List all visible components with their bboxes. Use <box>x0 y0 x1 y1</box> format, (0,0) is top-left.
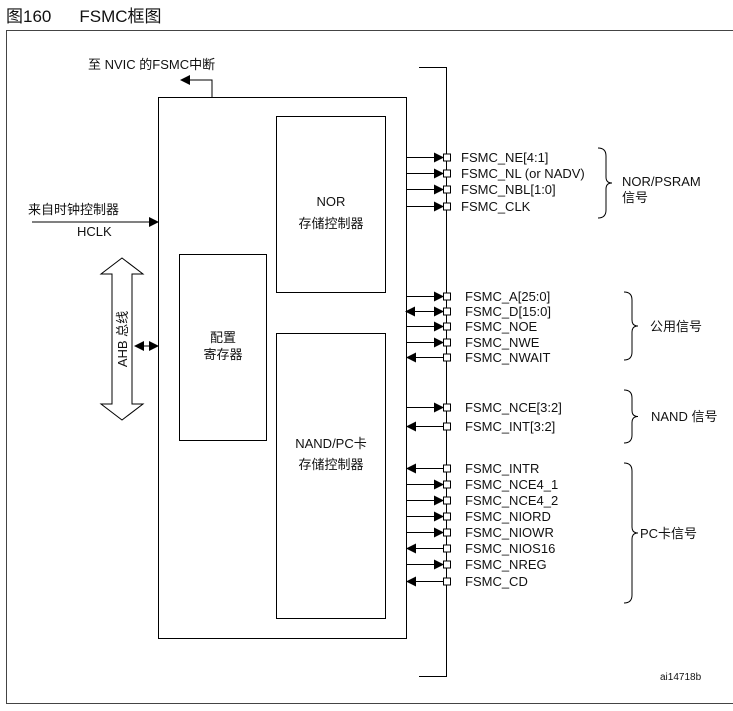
pin-label: FSMC_NREG <box>465 557 547 572</box>
figure-title: FSMC框图 <box>79 7 162 26</box>
pin-square <box>443 353 451 362</box>
pin-label: FSMC_NOE <box>465 319 538 334</box>
outer-frame <box>6 30 733 704</box>
pin-label: FSMC_NBL[1:0] <box>461 182 556 197</box>
pin-label: FSMC_CLK <box>461 199 531 214</box>
group-brace <box>623 462 639 604</box>
clock-source-label: 来自时钟控制器 <box>28 202 119 217</box>
pin-square <box>443 153 451 162</box>
pin-square <box>443 307 451 316</box>
figure-id: ai14718b <box>660 672 702 683</box>
ahb-bus-label: AHB 总线 <box>115 311 130 367</box>
pin-square <box>443 169 451 178</box>
pin-square <box>443 292 451 301</box>
figure-number: 图160 <box>6 7 52 26</box>
pin-label: FSMC_NWAIT <box>465 350 551 365</box>
nor-controller-block <box>276 116 386 293</box>
group-label: 公用信号 <box>650 319 702 334</box>
group-label: PC卡信号 <box>640 526 697 541</box>
pin-square <box>443 422 451 431</box>
pin-label: FSMC_NCE4_2 <box>465 493 558 508</box>
pin-label: FSMC_NCE4_1 <box>465 477 558 492</box>
ahb-bus-arrow <box>99 257 145 421</box>
hclk-label: HCLK <box>77 224 112 239</box>
nor-label-1: NOR <box>317 194 346 209</box>
pin-square <box>443 322 451 331</box>
pin-square <box>443 338 451 347</box>
pin-square <box>443 544 451 553</box>
pin-boundary-line <box>419 67 447 677</box>
interrupt-arrow <box>180 75 213 97</box>
pin-label: FSMC_NE[4:1] <box>461 150 548 165</box>
group-brace <box>623 389 639 444</box>
config-register-block <box>179 254 267 441</box>
interrupt-label: 至 NVIC 的FSMC中断 <box>88 57 215 72</box>
group-label: NAND 信号 <box>651 409 717 424</box>
pin-square <box>443 560 451 569</box>
figure-caption: 图160 FSMC框图 <box>6 2 190 27</box>
pin-square <box>443 528 451 537</box>
pin-square <box>443 577 451 586</box>
config-label-1: 配置 <box>210 330 236 345</box>
pin-label: FSMC_NWE <box>465 335 540 350</box>
pin-square <box>443 464 451 473</box>
pin-label: FSMC_CD <box>465 574 528 589</box>
pin-list: FSMC_NE[4:1]FSMC_NL (or NADV)FSMC_NBL[1:… <box>405 150 585 589</box>
pin-square <box>443 512 451 521</box>
pin-label: FSMC_NIOWR <box>465 525 554 540</box>
group-label: 信号 <box>622 190 648 205</box>
pin-label: FSMC_NL (or NADV) <box>461 166 585 181</box>
nand-label-1: NAND/PC卡 <box>295 436 367 451</box>
group-brace <box>597 147 613 219</box>
pin-label: FSMC_NIOS16 <box>465 541 555 556</box>
nand-pc-controller-block <box>276 333 386 619</box>
nor-label-2: 存储控制器 <box>298 216 363 231</box>
pin-square <box>443 202 451 211</box>
pin-label: FSMC_INTR <box>465 461 539 476</box>
nand-label-2: 存储控制器 <box>298 457 363 472</box>
pin-square <box>443 403 451 412</box>
config-label-2: 寄存器 <box>203 347 242 362</box>
pin-square <box>443 496 451 505</box>
pin-square <box>443 480 451 489</box>
pin-label: FSMC_NIORD <box>465 509 551 524</box>
pin-label: FSMC_INT[3:2] <box>465 419 555 434</box>
group-brace <box>623 291 639 361</box>
pin-label: FSMC_NCE[3:2] <box>465 400 562 415</box>
pin-label: FSMC_D[15:0] <box>465 304 551 319</box>
group-label: NOR/PSRAM <box>622 174 701 189</box>
pin-square <box>443 185 451 194</box>
pin-label: FSMC_A[25:0] <box>465 289 550 304</box>
